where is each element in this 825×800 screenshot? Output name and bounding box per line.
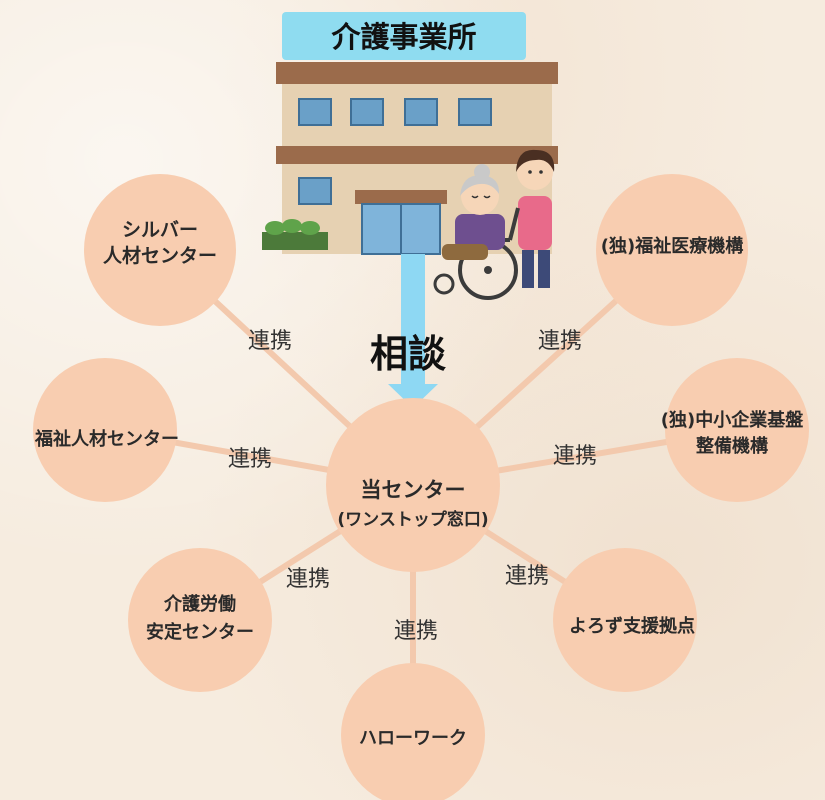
node-yorozu: よろず支援拠点 bbox=[553, 548, 697, 692]
title-text: 介護事業所 bbox=[330, 20, 476, 54]
node-circle bbox=[341, 663, 485, 800]
edge-label-fukushi-iryo: 連携 bbox=[538, 329, 582, 354]
node-center: 当センター (ワンストップ窓口) bbox=[326, 398, 500, 572]
arrow-shaft bbox=[401, 254, 425, 384]
node-kaigo-rodo: 介護労働 安定センター bbox=[128, 548, 272, 692]
edge-label-silver: 連携 bbox=[248, 329, 292, 354]
consult-label: 相談 bbox=[370, 332, 446, 376]
node-hellowork-line1: ハローワーク bbox=[359, 728, 467, 749]
office-building-illustration bbox=[262, 62, 558, 255]
title-box: 介護事業所 bbox=[282, 12, 526, 60]
node-circle bbox=[33, 358, 177, 502]
node-silver-line2: 人材センター bbox=[103, 244, 217, 267]
node-yorozu-line1: よろず支援拠点 bbox=[569, 615, 695, 637]
node-circle bbox=[665, 358, 809, 502]
edge-label-yorozu: 連携 bbox=[505, 564, 549, 589]
node-silver-line1: シルバー bbox=[122, 219, 198, 241]
node-circle bbox=[84, 174, 236, 326]
title-box-bg bbox=[282, 12, 526, 60]
node-silver: シルバー 人材センター bbox=[84, 174, 236, 326]
node-circle bbox=[326, 398, 500, 572]
node-fukushi-iryo: (独)福祉医療機構 bbox=[596, 174, 748, 326]
node-chusho-line1: (独)中小企業基盤 bbox=[661, 409, 804, 431]
node-fukushi-jinzai: 福祉人材センター bbox=[33, 358, 179, 502]
node-fukushi-jinzai-line1: 福祉人材センター bbox=[34, 428, 179, 450]
center-line2: (ワンストップ窓口) bbox=[337, 509, 488, 530]
arrow-head bbox=[388, 384, 438, 408]
node-circle bbox=[128, 548, 272, 692]
edge-label-fukushi-jinzai: 連携 bbox=[228, 447, 272, 472]
center-line1: 当センター bbox=[361, 478, 466, 502]
edge-label-hellowork: 連携 bbox=[394, 619, 438, 644]
caregiver-with-wheelchair-illustration bbox=[433, 149, 555, 300]
edge-label-chusho: 連携 bbox=[553, 444, 597, 469]
edge-labels: 連携 連携 連携 連携 連携 連携 連携 bbox=[228, 329, 597, 644]
node-chusho-line2: 整備機構 bbox=[695, 435, 768, 457]
consult-arrow: 相談 bbox=[370, 254, 446, 408]
node-kaigo-rodo-line2: 安定センター bbox=[146, 621, 254, 643]
node-fukushi-iryo-line1: (独)福祉医療機構 bbox=[601, 235, 743, 257]
node-circle bbox=[596, 174, 748, 326]
edge-label-kaigo-rodo: 連携 bbox=[286, 567, 330, 592]
node-circle bbox=[553, 548, 697, 692]
node-chusho: (独)中小企業基盤 整備機構 bbox=[661, 358, 809, 502]
node-hellowork: ハローワーク bbox=[341, 663, 485, 800]
node-kaigo-rodo-line1: 介護労働 bbox=[163, 593, 236, 615]
